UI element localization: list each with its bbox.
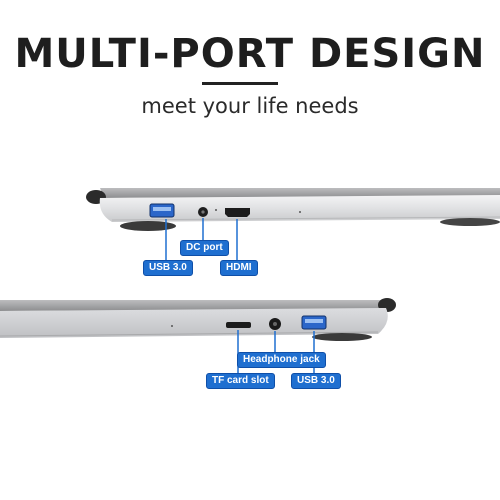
dc-port-label: DC port xyxy=(180,240,229,256)
headline: MULTI-PORT DESIGN xyxy=(14,31,486,77)
laptop-top-lid xyxy=(100,188,500,198)
laptop-top-foot-right xyxy=(440,218,500,226)
tf-card-slot-label: TF card slot xyxy=(206,373,275,389)
indicator-dot xyxy=(171,325,173,327)
laptop-top-foot-left xyxy=(120,221,176,231)
laptop-bottom-base xyxy=(0,308,388,338)
laptop-top xyxy=(86,188,500,261)
hdmi-port-icon xyxy=(225,208,250,217)
indicator-dot xyxy=(215,209,217,211)
title-underline xyxy=(202,82,278,85)
subheadline: meet your life needs xyxy=(141,94,359,118)
indicator-dot xyxy=(299,211,301,213)
hdmi-label: HDMI xyxy=(220,260,258,276)
laptop-bottom xyxy=(0,298,396,373)
tf-slot-icon xyxy=(226,322,251,328)
laptop-bottom-lid xyxy=(0,300,385,311)
usb-3-label-top: USB 3.0 xyxy=(143,260,193,276)
headphone-jack-label: Headphone jack xyxy=(237,352,326,368)
laptop-bottom-foot xyxy=(312,333,372,341)
usb-3-label-bottom: USB 3.0 xyxy=(291,373,341,389)
